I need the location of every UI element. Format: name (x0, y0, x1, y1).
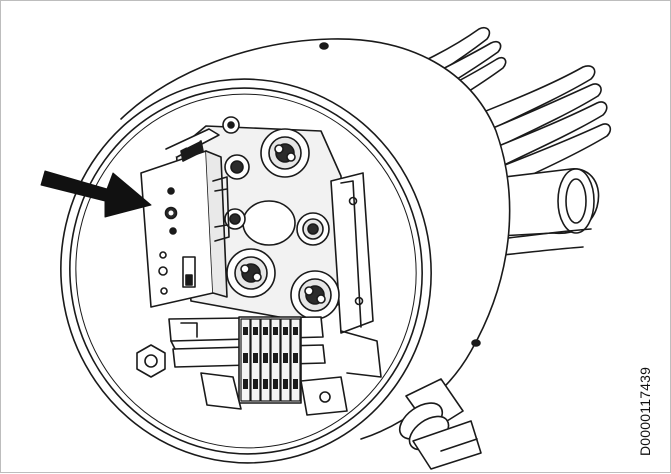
lower-details (200, 330, 382, 416)
terminal-strip (238, 316, 302, 404)
hex-nut (136, 344, 166, 378)
pointer-arrow (40, 170, 152, 218)
cable-gland (398, 378, 482, 470)
heater-terminals (222, 116, 340, 320)
control-module (140, 128, 230, 308)
document-id-label: D0000117439 (637, 366, 653, 456)
